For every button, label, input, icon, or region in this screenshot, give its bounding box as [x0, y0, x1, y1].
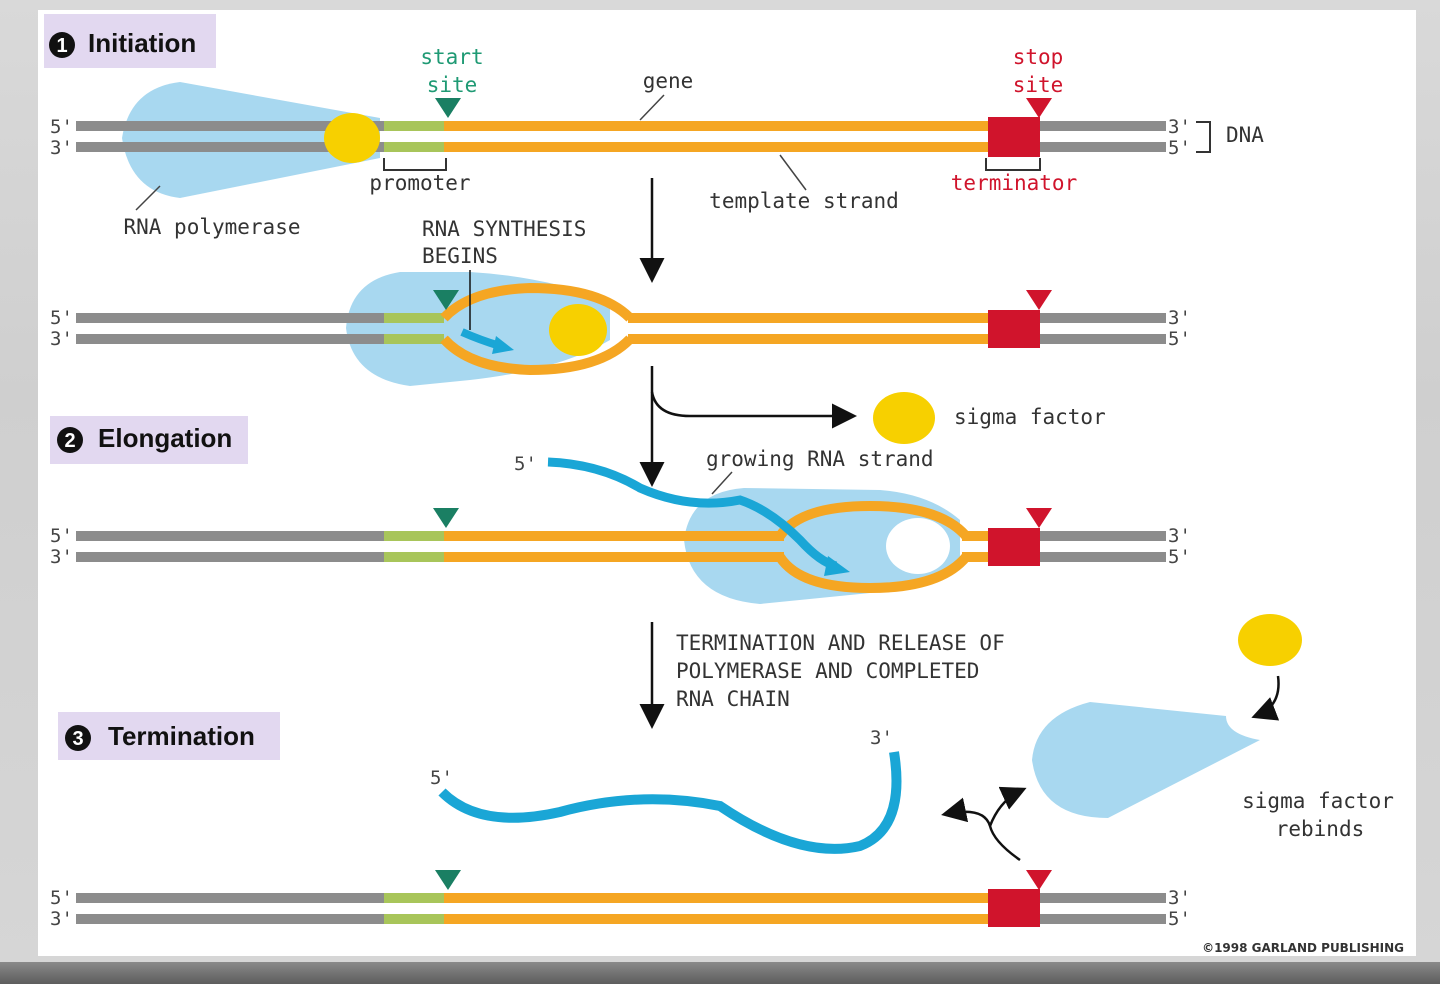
stage-label-termination-bg	[58, 712, 280, 760]
rna-polymerase-free	[1032, 702, 1260, 818]
five-prime-end: 5'	[50, 116, 73, 138]
sigma-factor-free	[873, 392, 935, 444]
rna-polymerase-shape	[684, 488, 960, 604]
dna-row-synthesis	[76, 282, 1166, 376]
start-site-marker	[433, 290, 459, 310]
three-prime-end: 3'	[50, 137, 73, 159]
copyright-notice: ©1998 GARLAND PUBLISHING	[1202, 941, 1404, 955]
bottom-bar	[0, 962, 1440, 984]
sigma-rebinds-label-1: sigma factor	[1242, 789, 1394, 813]
three-prime-end: 3'	[1168, 525, 1191, 547]
promoter-label: promoter	[369, 171, 470, 195]
stage-number-badge-1	[49, 32, 75, 58]
stage-number-1: 1	[56, 35, 67, 57]
gene-pointer	[639, 94, 665, 121]
dna-row-termination	[76, 889, 1166, 927]
stop-site-label-1: stop	[1013, 45, 1064, 69]
promoter-bracket	[383, 158, 447, 171]
three-prime-end: 3'	[1168, 307, 1191, 329]
start-site-label-1: start	[420, 45, 483, 69]
stop-site-marker	[1026, 290, 1052, 310]
five-prime-end: 5'	[50, 887, 73, 909]
stage-title-initiation: Initiation	[88, 28, 196, 58]
polymerase-release-arrow	[941, 797, 1021, 862]
sigma-factor-bound	[324, 113, 380, 163]
sigma-factor-bound	[549, 304, 607, 356]
three-prime-end: 3'	[50, 908, 73, 930]
sigma-rebind-arrow	[1251, 675, 1280, 721]
five-prime-end: 5'	[1168, 328, 1191, 350]
sigma-rebinds-label-2: rebinds	[1276, 817, 1365, 841]
start-site-marker	[433, 508, 459, 528]
three-prime-end: 3'	[870, 727, 893, 749]
termination-text-1: TERMINATION AND RELEASE OF	[676, 631, 1005, 655]
dna-label: DNA	[1226, 123, 1264, 147]
growing-rna-pointer	[711, 471, 733, 495]
rna-arrowhead	[824, 556, 850, 576]
dna-bracket	[1196, 121, 1211, 153]
gene-label: gene	[643, 69, 694, 93]
completed-rna-chain	[438, 751, 902, 854]
polymerase-recycle-arrow	[988, 786, 1027, 827]
dna-row-elongation	[76, 500, 1166, 594]
polymerase-sigma-pocket	[886, 518, 950, 574]
sigma-factor-free	[1238, 614, 1302, 666]
terminator-segment	[988, 117, 1040, 157]
rna-polymerase-pointer	[135, 185, 161, 211]
sigma-factor-label: sigma factor	[954, 405, 1106, 429]
five-prime-end: 5'	[514, 453, 537, 475]
stage-number-badge-2	[57, 427, 83, 453]
terminator-bracket	[985, 158, 1041, 171]
stage-number-2: 2	[64, 430, 75, 452]
dna-row-initiation	[76, 117, 1166, 157]
rna-polymerase-shape	[122, 82, 380, 198]
start-site-marker	[435, 98, 461, 118]
five-prime-end: 5'	[1168, 546, 1191, 568]
three-prime-end: 3'	[1168, 116, 1191, 138]
rna-synthesis-label-1: RNA SYNTHESIS	[422, 217, 586, 241]
template-strand-pointer	[779, 154, 807, 191]
terminator-label: terminator	[951, 171, 1077, 195]
stage-number-3: 3	[72, 728, 83, 750]
stage-number-badge-3	[65, 725, 91, 751]
growing-rna-label: growing RNA strand	[706, 447, 934, 471]
rna-polymerase-label: RNA polymerase	[123, 215, 300, 239]
stop-site-marker	[1026, 870, 1052, 890]
rna-arrowhead	[492, 336, 514, 354]
start-site-label-2: site	[427, 73, 478, 97]
stage-title-termination: Termination	[108, 721, 255, 751]
template-strand-label: template strand	[709, 189, 899, 213]
termination-text-2: POLYMERASE AND COMPLETED	[676, 659, 979, 683]
stage-title-elongation: Elongation	[98, 423, 232, 453]
stop-site-marker	[1026, 508, 1052, 528]
three-prime-end: 3'	[1168, 887, 1191, 909]
three-prime-end: 3'	[50, 546, 73, 568]
gene-segment	[444, 121, 990, 131]
growing-rna-strand	[547, 457, 838, 571]
rna-polymerase-shape	[346, 272, 610, 386]
termination-text-3: RNA CHAIN	[676, 687, 790, 711]
five-prime-end: 5'	[1168, 908, 1191, 930]
five-prime-end: 5'	[50, 525, 73, 547]
stop-site-marker	[1026, 98, 1052, 118]
rna-synthesis-label-2: BEGINS	[422, 244, 498, 268]
three-prime-end: 3'	[50, 328, 73, 350]
sigma-release-arrow	[650, 391, 857, 429]
stop-site-label-2: site	[1013, 73, 1064, 97]
start-site-marker	[435, 870, 461, 890]
promoter-segment	[384, 121, 444, 131]
five-prime-end: 5'	[1168, 137, 1191, 159]
five-prime-end: 5'	[50, 307, 73, 329]
five-prime-end: 5'	[430, 767, 453, 789]
